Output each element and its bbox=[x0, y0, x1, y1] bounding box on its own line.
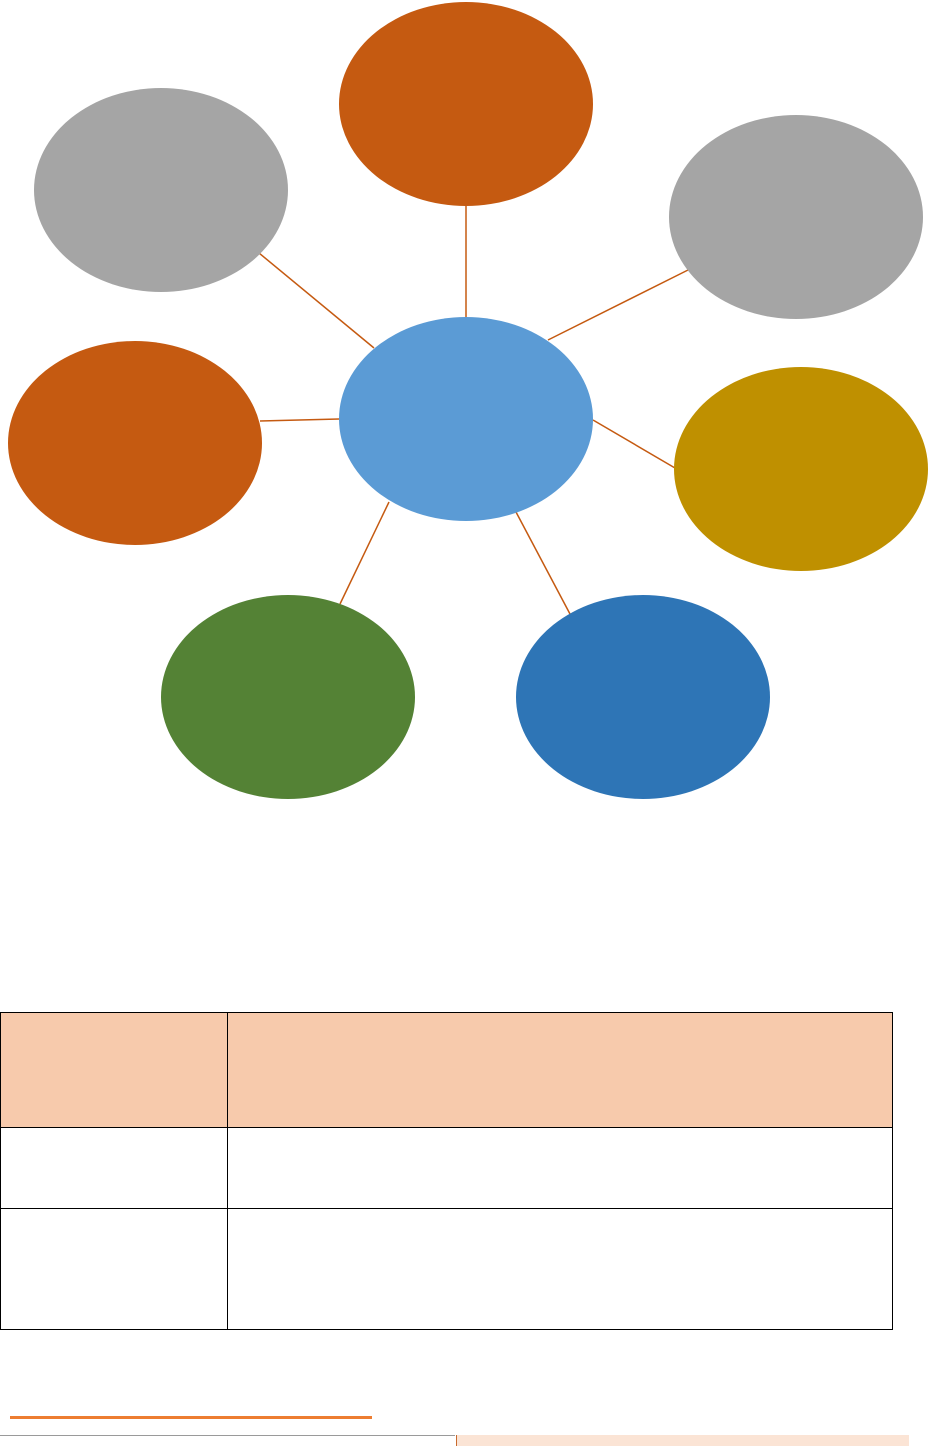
table-cell bbox=[0, 1127, 228, 1209]
table-header-cell bbox=[0, 1012, 228, 1128]
footer-accent-rule bbox=[10, 1416, 372, 1419]
connector-bottom-right bbox=[515, 511, 571, 615]
connector-top-left bbox=[258, 252, 375, 349]
footer-band-left bbox=[0, 1435, 455, 1447]
table-row bbox=[0, 1127, 893, 1209]
node-left bbox=[8, 341, 262, 545]
table-cell bbox=[227, 1208, 893, 1330]
node-top-right bbox=[669, 115, 923, 319]
footer-band-right bbox=[456, 1435, 909, 1446]
mind-map-diagram bbox=[8, 2, 928, 799]
connector-lines bbox=[258, 206, 689, 615]
node-top bbox=[339, 2, 593, 206]
node-hub bbox=[339, 317, 593, 521]
node-right bbox=[674, 367, 928, 571]
table-cell bbox=[0, 1208, 228, 1330]
table-header-cell bbox=[227, 1012, 893, 1128]
connector-right bbox=[592, 419, 676, 469]
node-top-left bbox=[34, 88, 288, 292]
connector-top-right bbox=[547, 269, 689, 341]
connector-bottom-left bbox=[339, 501, 390, 605]
node-bottom-left bbox=[161, 595, 415, 799]
info-table bbox=[0, 1012, 893, 1330]
node-bottom-right bbox=[516, 595, 770, 799]
table-row bbox=[0, 1208, 893, 1330]
table-header-row bbox=[0, 1012, 893, 1128]
table-cell bbox=[227, 1127, 893, 1209]
connector-left bbox=[259, 418, 340, 422]
